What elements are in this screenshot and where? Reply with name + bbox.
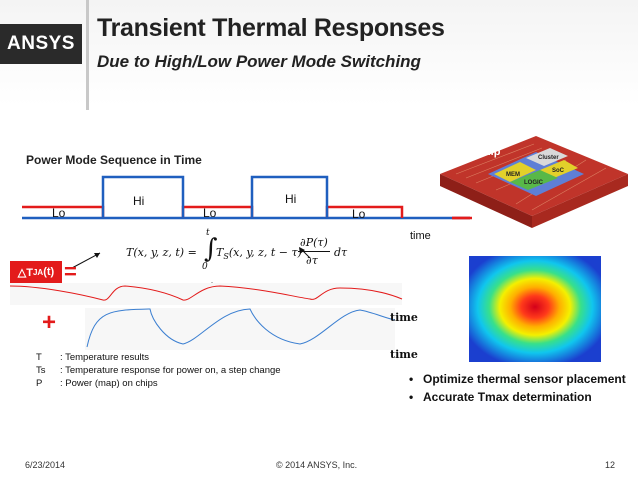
sequence-time-label: time xyxy=(410,230,431,242)
logo-text: ANSYS xyxy=(7,33,75,54)
chip-substrate-right xyxy=(532,174,628,228)
arrow-to-lo xyxy=(71,252,101,269)
hi-waveform xyxy=(101,175,329,218)
mode-label-hi-2: Hi xyxy=(285,192,297,206)
def-symbol: Ts xyxy=(36,365,46,376)
equation-lhs: T(x, y, z, t) = xyxy=(126,246,197,259)
bullet-text: Accurate Tmax determination xyxy=(423,390,592,404)
fraction-denominator: ∂τ xyxy=(306,254,318,267)
fraction-bar xyxy=(298,251,330,252)
def-sep: : xyxy=(60,378,63,389)
mode-label-lo-3: Lo xyxy=(352,207,366,221)
header-divider xyxy=(86,0,89,110)
mode-label-lo-1: Lo xyxy=(52,206,66,220)
chip-block-mem: MEM xyxy=(506,172,520,178)
bullet-item: • Optimize thermal sensor placement xyxy=(409,370,626,388)
integrand-args: (x, y, z, t − τ) xyxy=(228,246,302,259)
chip-label: Chip xyxy=(476,146,501,158)
red-curve-band xyxy=(10,283,402,305)
chip-package-image: MEM Cluster SoC LOGIC xyxy=(440,136,628,228)
heatmap-field xyxy=(469,256,601,362)
slide-subtitle: Due to High/Low Power Mode Switching xyxy=(97,52,421,71)
definition-row: Ts: Temperature response for power on, a… xyxy=(36,364,281,377)
def-symbol: T xyxy=(36,352,42,363)
definition-row: T: Temperature results xyxy=(36,351,281,364)
power-mode-waveform xyxy=(22,175,472,220)
chip-block-soc: SoC xyxy=(552,168,565,174)
die-cluster-block xyxy=(526,148,568,166)
integral-sign: ∫ xyxy=(204,234,218,264)
power-sequence-label: Power Mode Sequence in Time xyxy=(26,153,202,167)
integral-lower: 0 xyxy=(202,262,208,272)
def-sep: : xyxy=(60,352,63,363)
bullet-list: • Optimize thermal sensor placement • Accu… xyxy=(409,370,626,406)
ansys-logo: ANSYS xyxy=(0,24,82,64)
def-symbol: P xyxy=(36,378,43,389)
bullet-icon: • xyxy=(409,372,414,386)
integral-upper: t xyxy=(206,228,210,238)
slide-title: Transient Thermal Responses xyxy=(97,14,445,42)
bullet-icon: • xyxy=(409,390,414,404)
blue-curve-band xyxy=(85,308,395,350)
footer-date: 6/23/2014 xyxy=(25,460,66,470)
chip-block-logic: LOGIC xyxy=(524,180,544,186)
integrand: TS(x, y, z, t − τ) xyxy=(216,246,302,261)
delta-t-symbol: △T xyxy=(17,266,33,279)
definition-row: P: Power (map) on chips xyxy=(36,377,281,390)
differential: dτ xyxy=(334,246,348,259)
integrand-symbol: T xyxy=(216,246,224,259)
chip-substrate-left xyxy=(440,174,532,228)
delta-t-subscript: JA xyxy=(32,267,44,277)
thermal-response-curves xyxy=(9,283,403,350)
chip-block-cluster: Cluster xyxy=(538,155,559,161)
mode-label-lo-2: Lo xyxy=(203,206,217,220)
bullet-text: Optimize thermal sensor placement xyxy=(423,372,626,386)
def-sep: : xyxy=(60,365,63,376)
arrow-head-lo xyxy=(94,253,100,258)
response-time-label-2: time xyxy=(390,348,418,361)
die-logic-block xyxy=(510,170,558,190)
bullet-item: • Accurate Tmax determination xyxy=(409,388,626,406)
plus-sign: + xyxy=(42,309,57,336)
red-response-curve xyxy=(9,285,403,301)
definitions-list: T: Temperature results Ts: Temperature r… xyxy=(36,351,281,390)
footer-page-number: 12 xyxy=(605,460,616,470)
fraction-numerator: ∂P(τ) xyxy=(300,236,328,249)
die-mem-block xyxy=(494,162,536,182)
def-desc: Temperature response for power on, a ste… xyxy=(65,365,281,376)
blue-response-curve xyxy=(86,308,396,348)
delta-t-suffix: (t) xyxy=(43,266,55,278)
arrow-head-eq xyxy=(299,247,305,254)
footer-copyright: © 2014 ANSYS, Inc. xyxy=(276,460,358,470)
response-time-label-1: time xyxy=(390,311,418,324)
thermal-heatmap xyxy=(469,256,601,362)
die-soc-block xyxy=(540,160,578,178)
def-desc: Power (map) on chips xyxy=(65,378,158,389)
def-desc: Temperature results xyxy=(65,352,150,363)
integrand-subscript: S xyxy=(223,252,229,262)
mode-label-hi-1: Hi xyxy=(133,194,145,208)
equals-sign: = xyxy=(64,259,77,284)
convolution-equation: T(x, y, z, t) = ∫ t 0 TS(x, y, z, t − τ)… xyxy=(120,228,380,282)
